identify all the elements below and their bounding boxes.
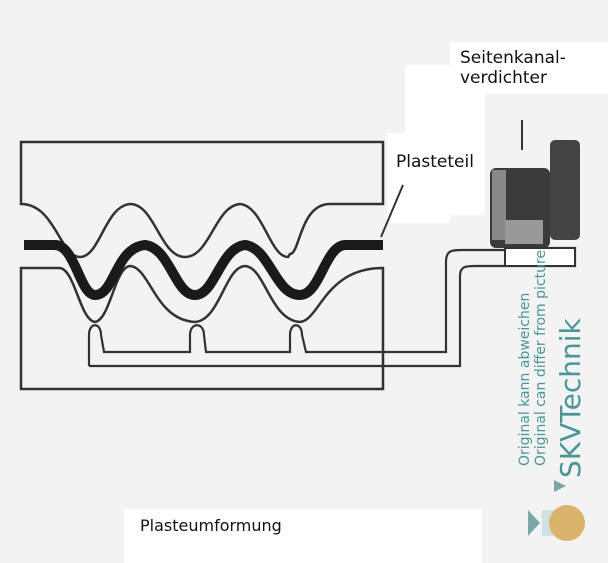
watermark-brand: SKVTechnik [554,318,587,478]
watermark-note-de: Original kann abweichen [517,292,533,466]
upper-mold [19,140,385,259]
vacuum-pipe [89,246,577,368]
logo-circle [549,505,585,541]
compressor-label-box-top [450,42,608,94]
plastic-part [24,239,383,301]
side-channel-compressor [490,140,580,267]
title-box [124,509,482,563]
vacuum-channels [87,248,506,366]
diagram-title: Plasteumformung [140,516,282,535]
logo [528,480,585,541]
compressor-label-line2: verdichter [460,68,547,88]
part-pointer-arrow [380,184,404,238]
part-label-box [387,133,450,223]
lower-mold [19,264,385,391]
part-label: Plasteteil [396,152,474,172]
compressor-label-line1: Seitenkanal- [460,48,566,68]
logo-triangle-upper [554,480,566,492]
watermark-note-en: Original can differ from picture [533,249,549,466]
compressor-label: Seitenkanal- verdichter [460,48,566,88]
logo-triangle-lower [528,510,540,536]
